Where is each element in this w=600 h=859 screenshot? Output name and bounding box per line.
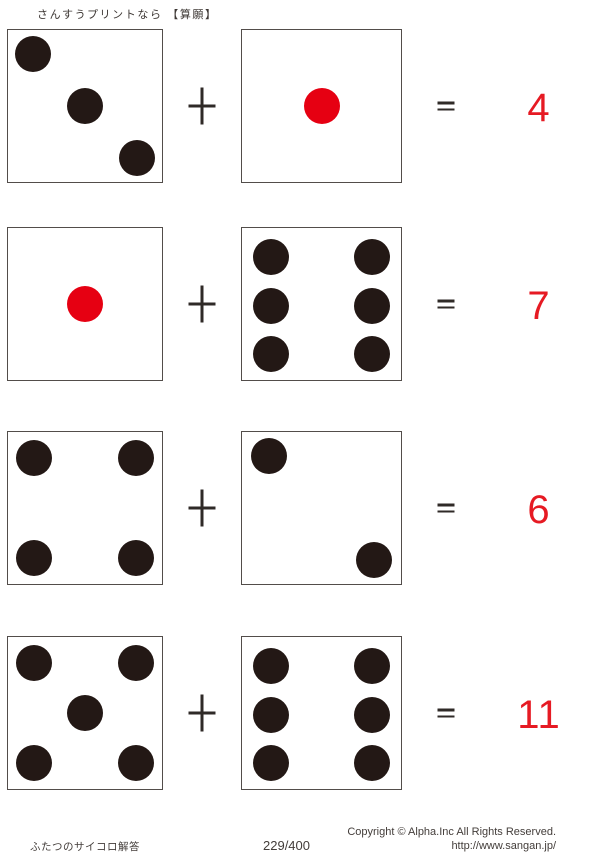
black-pip [354, 336, 391, 373]
black-pip [354, 287, 391, 324]
black-pip [354, 238, 391, 275]
black-pip [252, 238, 289, 275]
answer-value: 11 [517, 693, 561, 737]
copyright-block: Copyright © Alpha.Inc All Rights Reserve… [347, 825, 556, 853]
black-pip [354, 647, 391, 684]
black-pip [67, 88, 103, 124]
die-left [7, 227, 163, 381]
black-pip [16, 540, 53, 577]
black-pip [119, 139, 156, 176]
black-pip [251, 438, 288, 475]
die-right [241, 636, 402, 790]
black-pip [252, 696, 289, 733]
black-pip [16, 439, 53, 476]
black-pip [14, 36, 51, 73]
black-pip [67, 695, 103, 731]
answer-value: 6 [527, 488, 551, 532]
equals-bar-top [437, 503, 455, 506]
page-number: 229/400 [263, 838, 310, 853]
die-left [7, 431, 163, 585]
black-pip [355, 541, 392, 578]
die-left [7, 636, 163, 790]
die-right [241, 227, 402, 381]
black-pip [117, 745, 154, 782]
plus-icon [187, 284, 217, 324]
black-pip [16, 745, 53, 782]
black-pip [252, 745, 289, 782]
answer-value: 4 [527, 86, 551, 130]
problem-row-2: 7 [0, 227, 600, 381]
plus-icon [187, 488, 217, 528]
plus-icon [187, 693, 217, 733]
page-title: さんすうプリントなら 【算願】 [37, 9, 218, 21]
black-pip [117, 644, 154, 681]
equals-bar-bottom [437, 306, 455, 309]
problem-row-3: 6 [0, 431, 600, 585]
equals-bar-bottom [437, 108, 455, 111]
equals-icon [437, 503, 455, 513]
black-pip [117, 540, 154, 577]
die-right [241, 431, 402, 585]
black-pip [252, 647, 289, 684]
equals-bar-top [437, 708, 455, 711]
equals-bar-bottom [437, 715, 455, 718]
problem-row-4: 11 [0, 636, 600, 790]
site-url: http://www.sangan.jp/ [451, 840, 556, 852]
equals-icon [437, 101, 455, 111]
equals-bar-top [437, 299, 455, 302]
worksheet-title: ふたつのサイコロ解答 [30, 841, 140, 853]
red-pip [303, 88, 340, 124]
black-pip [354, 745, 391, 782]
black-pip [252, 336, 289, 373]
black-pip [16, 644, 53, 681]
die-left [7, 29, 163, 183]
equals-bar-top [437, 101, 455, 104]
black-pip [117, 439, 154, 476]
red-pip [67, 286, 103, 322]
black-pip [252, 287, 289, 324]
equals-bar-bottom [437, 510, 455, 513]
problem-row-1: 4 [0, 29, 600, 183]
answer-value: 7 [527, 284, 551, 328]
equals-icon [437, 299, 455, 309]
copyright-text: Copyright © Alpha.Inc All Rights Reserve… [347, 826, 556, 838]
black-pip [354, 696, 391, 733]
plus-icon [187, 86, 217, 126]
die-right [241, 29, 402, 183]
equals-icon [437, 708, 455, 718]
